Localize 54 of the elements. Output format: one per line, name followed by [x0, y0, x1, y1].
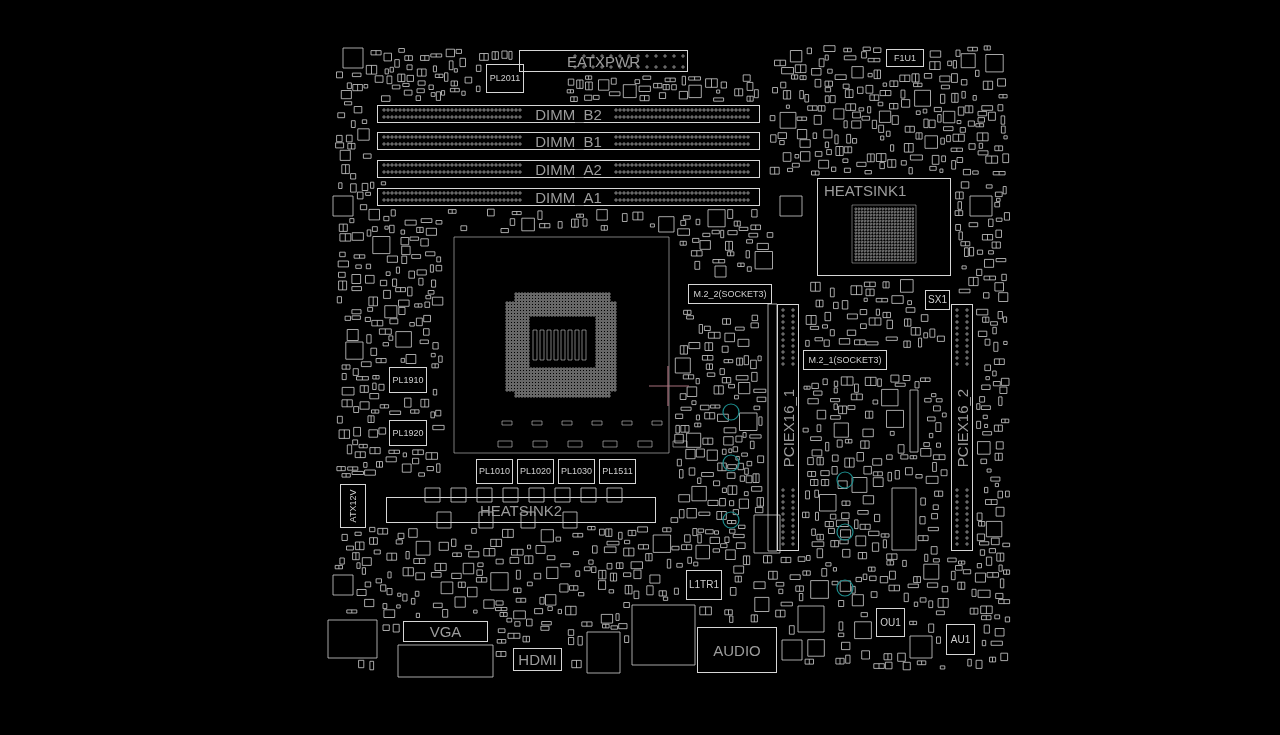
reference-designator: M.2_1(SOCKET3)	[808, 355, 882, 365]
reference-designator: DIMM_B2	[535, 106, 602, 122]
component-outline	[377, 105, 760, 123]
pcie-slot-outline	[777, 304, 799, 551]
reference-designator: HEATSINK1	[824, 183, 907, 198]
reference-designator: PL2011	[489, 74, 521, 83]
component-outline	[513, 648, 562, 671]
component-outline	[886, 49, 924, 67]
reference-designator: PL1910	[392, 375, 424, 385]
reference-designator: DIMM_A2	[535, 161, 602, 177]
reference-designator: L1TR1	[689, 580, 719, 590]
component-outline	[517, 459, 554, 484]
reference-designator: VGA	[429, 624, 462, 639]
component-outline	[386, 497, 656, 523]
component-outline	[377, 160, 760, 178]
component-outline	[486, 64, 524, 93]
connector-outline	[340, 484, 366, 528]
component-outline	[558, 459, 595, 484]
component-outline	[697, 627, 777, 673]
reference-designator: PL1020	[520, 467, 551, 476]
reference-designator: F1U1	[894, 53, 916, 63]
reference-designator: AUDIO	[713, 642, 761, 658]
reference-designator: PCIEX16_2	[954, 388, 970, 467]
reference-designator: OU1	[880, 617, 901, 628]
reference-designator: PL1511	[602, 467, 633, 476]
reference-designator: HDMI	[518, 652, 557, 667]
reference-designator: SX1	[928, 295, 947, 305]
component-outline	[389, 367, 427, 393]
reference-designator: DIMM_A1	[535, 189, 602, 205]
component-outline	[876, 608, 905, 637]
component-outline	[377, 188, 760, 206]
reference-designator: PL1920	[392, 428, 424, 438]
reference-designator: AU1	[950, 634, 971, 645]
component-outline	[925, 290, 950, 310]
component-outline	[803, 350, 887, 370]
reference-designator: HEATSINK2	[479, 502, 563, 518]
component-outline	[403, 621, 488, 642]
component-outline	[519, 50, 688, 72]
component-outline	[389, 420, 427, 446]
component-outline	[599, 459, 636, 484]
reference-designator: ATX12V	[348, 489, 358, 523]
reference-designator: DIMM_B1	[535, 133, 602, 149]
reference-designator: M.2_2(SOCKET3)	[693, 289, 767, 299]
component-outline	[476, 459, 513, 484]
component-outline	[377, 132, 760, 150]
reference-designator: PL1030	[561, 467, 592, 476]
reference-designator: PCIEX16_1	[780, 388, 796, 467]
heatsink-outline	[817, 178, 951, 276]
component-outline	[688, 284, 772, 304]
component-outline	[946, 624, 975, 655]
pcie-slot-outline	[951, 304, 973, 551]
component-outline	[686, 570, 722, 600]
reference-designator: EATXPWR	[566, 53, 641, 69]
reference-designator: PL1010	[479, 467, 510, 476]
